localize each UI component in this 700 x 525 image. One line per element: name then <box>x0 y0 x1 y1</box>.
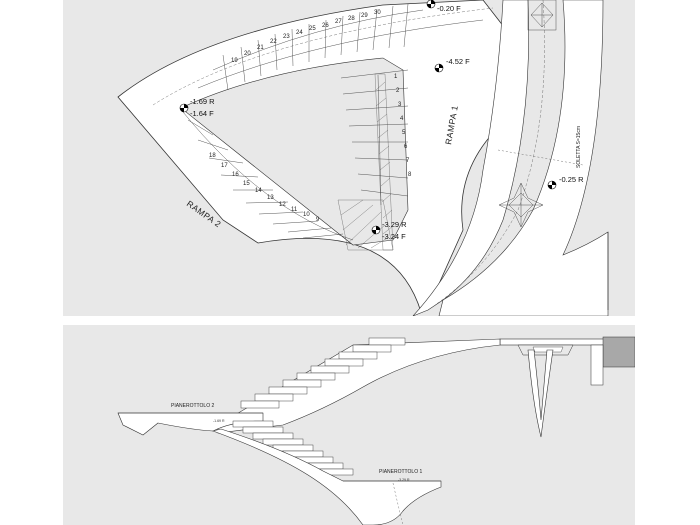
step-number: 10 <box>303 212 310 218</box>
step-number: 13 <box>267 195 274 201</box>
step-number: 1 <box>394 74 398 80</box>
step-number: 14 <box>255 188 262 194</box>
rampa2-treads <box>182 111 354 241</box>
level-marker-symbols <box>179 0 557 235</box>
landing1-label: PIANEROTTOLO 1 <box>379 469 422 475</box>
ornament-lower <box>498 182 544 228</box>
step-number: 16 <box>232 172 239 178</box>
step-number: 11 <box>291 207 298 213</box>
stair-inner-void <box>180 57 409 246</box>
step-number: 29 <box>361 13 368 19</box>
soletta-right-edge <box>438 0 609 316</box>
step-number: 18 <box>209 153 216 159</box>
landing-hatch <box>337 199 394 251</box>
step-number: 27 <box>335 19 342 25</box>
level-label: -0.25 R <box>559 175 584 184</box>
step-number: 25 <box>309 26 316 32</box>
top-slab <box>499 336 635 386</box>
step-number: 21 <box>257 45 264 51</box>
rampa2-step-numbers: 18 17 16 15 14 13 12 11 10 9 <box>209 153 320 223</box>
soletta-band <box>412 0 530 316</box>
section-drawing: PIANEROTTOLO 2 -1.69 R PIANEROTTOLO 1 -3… <box>117 336 635 525</box>
step-number: 24 <box>296 30 303 36</box>
upper-flight <box>217 338 501 434</box>
ornament-top <box>527 0 557 31</box>
plan-drawing: -0.20 F -4.52 F -1.69 R -1.64 F -3.29 R … <box>117 0 609 316</box>
lower-flight-steps <box>232 420 354 476</box>
step-number: 20 <box>244 51 251 57</box>
step-number: 9 <box>316 217 320 223</box>
step-number: 7 <box>406 158 410 164</box>
plan-view-panel: -0.20 F -4.52 F -1.69 R -1.64 F -3.29 R … <box>63 0 635 316</box>
step-number: 19 <box>231 58 238 64</box>
landing2-label: PIANEROTTOLO 2 <box>171 403 214 409</box>
step-number: 2 <box>396 88 400 94</box>
level-label: -3.24 F <box>382 232 406 241</box>
level-label: -3.29 R <box>382 220 407 229</box>
upper-run-treads <box>197 3 484 91</box>
step-number: 26 <box>322 23 329 29</box>
support-column <box>527 349 554 438</box>
step-number: 22 <box>270 39 277 45</box>
landing1-level: -3.29 R <box>398 478 410 482</box>
step-number: 23 <box>283 34 290 40</box>
step-number: 4 <box>400 116 404 122</box>
landing-1 <box>211 428 442 525</box>
step-number: 30 <box>374 10 381 16</box>
rampa1-stringer-hatch <box>374 73 394 251</box>
level-label: -0.20 F <box>437 4 461 13</box>
step-number: 3 <box>398 102 402 108</box>
step-number: 5 <box>402 130 406 136</box>
step-number: 8 <box>408 172 412 178</box>
landing2-level: -1.69 R <box>213 419 225 423</box>
rampa1-treads <box>340 69 409 206</box>
level-label: -1.69 R <box>190 97 215 106</box>
upper-flight-steps <box>240 337 406 409</box>
step-number: 6 <box>404 144 408 150</box>
upper-run-step-numbers: 19 20 21 22 23 24 25 26 27 28 29 30 <box>231 10 381 64</box>
step-number: 17 <box>221 163 228 169</box>
soletta-label: SOLETTA S=15cm <box>576 126 582 168</box>
step-number: 28 <box>348 16 355 22</box>
section-view-panel: PIANEROTTOLO 2 -1.69 R PIANEROTTOLO 1 -3… <box>63 325 635 525</box>
step-number: 12 <box>279 202 286 208</box>
step-number: 15 <box>243 181 250 187</box>
rampa1-step-numbers: 1 2 3 4 5 6 7 8 <box>394 74 412 178</box>
level-label: -1.64 F <box>190 109 214 118</box>
level-label: -4.52 F <box>446 57 470 66</box>
